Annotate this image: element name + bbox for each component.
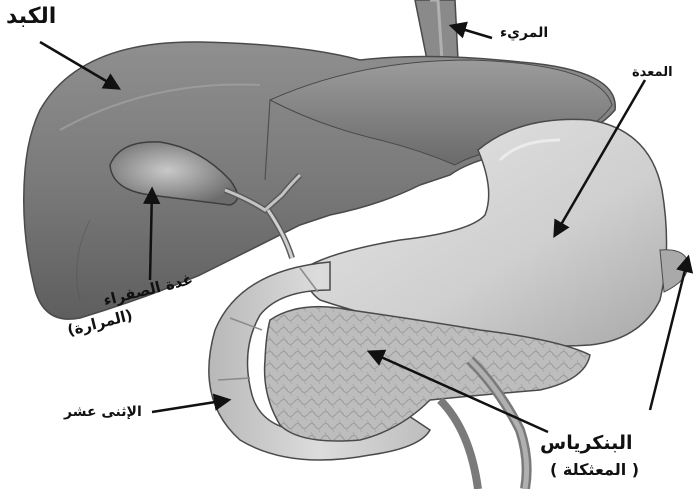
duodenum-label: الإثنى عشر xyxy=(64,405,142,419)
esophagus-arrow xyxy=(452,26,492,38)
liver-label: الكبد xyxy=(6,6,56,28)
pancreas-label-line1: البنكرياس xyxy=(540,434,633,453)
stomach-label: المعدة xyxy=(632,66,673,79)
pancreas-label-line2: ( المعثكلة ) xyxy=(550,462,639,478)
esophagus-label: المريء xyxy=(500,26,548,40)
